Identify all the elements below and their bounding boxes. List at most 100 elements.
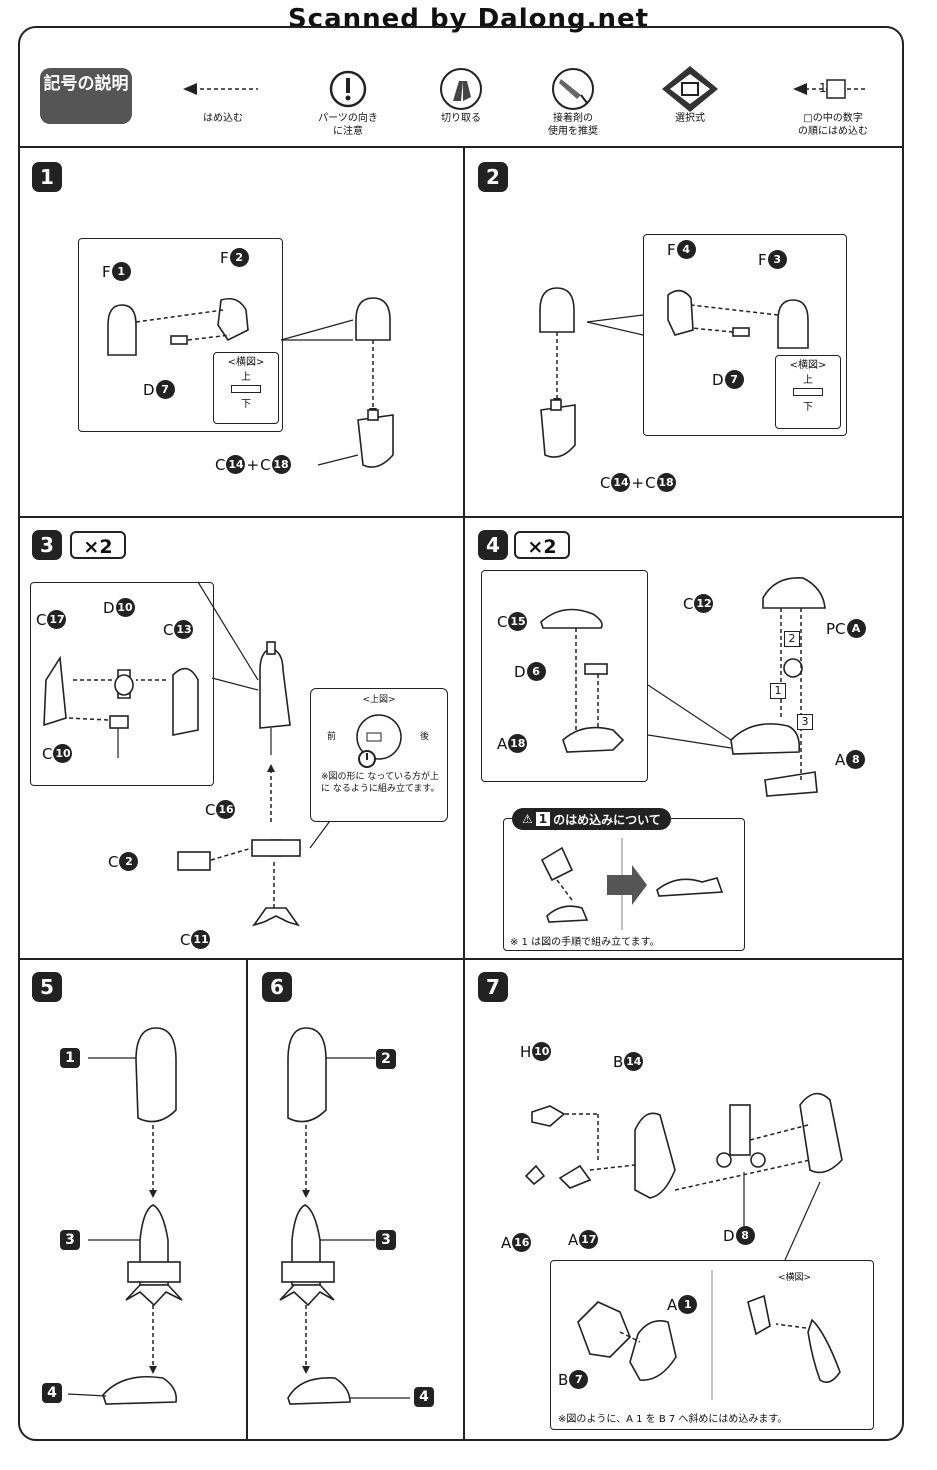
cap-part-icon: [762, 577, 826, 609]
callout-number: 4: [414, 1387, 434, 1407]
head-part-icon: [217, 297, 249, 342]
head-part-icon: [539, 287, 575, 333]
callout-number: 3: [60, 1230, 80, 1250]
step7-detail-diagram: [577, 1270, 841, 1400]
step-number-badge: 1: [32, 162, 62, 192]
side-view-bottom: 下: [241, 399, 251, 410]
step-number-badge: 7: [478, 972, 508, 1002]
legend-label: 切り取る: [441, 113, 481, 124]
step-number-badge: 5: [32, 972, 62, 1002]
shell-part-icon: [172, 667, 199, 736]
back-label: 後: [419, 732, 429, 742]
top-view-note: <上図> 前 後 ※図の形に なっている方が上に なるように組み立てます。: [310, 688, 448, 822]
exclamation-icon: [329, 70, 367, 108]
top-view-title: <上図>: [362, 695, 396, 705]
scan-banner: Scanned by Dalong.net: [287, 4, 650, 34]
divider: [463, 146, 465, 958]
sub-note: ※ 1 は図の手順で組み立てます。: [510, 937, 660, 948]
divider: [463, 958, 465, 1441]
base-part-icon: [730, 723, 801, 755]
side-view-bottom: 下: [803, 402, 813, 413]
cylinder-part-icon: [729, 1104, 751, 1156]
divider: [18, 516, 904, 518]
legend-label: 選択式: [675, 113, 705, 124]
step6-diagram: [279, 1027, 410, 1405]
legend-item-glue: 接着剤の 使用を推奨: [518, 66, 628, 138]
buckle-part-icon: [177, 851, 211, 871]
side-view-top: 上: [241, 372, 251, 383]
legend-label: □の中の数字 の順にはめ込む: [798, 113, 868, 137]
divider: [246, 958, 248, 1441]
cap-part-icon: [540, 846, 574, 882]
legend-item-insert: はめ込む: [168, 66, 278, 125]
leg-part-icon: [357, 414, 394, 468]
callout-number: 1: [60, 1048, 80, 1068]
legend-item-cut: 切り取る: [406, 66, 516, 125]
order-number: 1: [819, 81, 827, 95]
head-part-icon: [777, 299, 809, 349]
numbered-arrow-icon: [793, 79, 868, 99]
step2-diagram: [539, 287, 809, 458]
step7-diagram: [524, 1092, 843, 1261]
base-part-icon: [546, 905, 589, 923]
sub-heading: ⚠ 1 のはめ込みについて: [512, 808, 671, 830]
step-number-badge: 2: [478, 162, 508, 192]
sub-heading-text: のはめ込みについて: [553, 812, 661, 827]
next-arrow-icon: [607, 865, 647, 905]
cutter-icon: [440, 68, 482, 110]
order-step-box: 3: [797, 714, 813, 730]
joint-part-icon: [524, 1164, 546, 1186]
head-part-icon: [667, 289, 694, 336]
divider: [18, 146, 904, 148]
foot-part-icon: [102, 1375, 178, 1405]
joint-part-icon: [531, 1105, 566, 1127]
front-label: 前: [327, 732, 337, 742]
step5-diagram: [67, 1027, 183, 1405]
legend-item-orientation: パーツの向き に注意: [293, 66, 403, 138]
leg-assembly-icon: [135, 1027, 177, 1123]
callout-number: 2: [376, 1049, 396, 1069]
callout-number: 4: [42, 1383, 62, 1403]
foot-part-icon: [287, 1377, 351, 1405]
side-view-title: <横図>: [789, 360, 827, 371]
base-part-icon: [562, 726, 625, 753]
legend-item-choice: 選択式: [635, 66, 745, 125]
shell-part-icon: [43, 655, 67, 727]
foot-cover-icon: [747, 1294, 771, 1336]
joint-part-icon: [558, 1164, 592, 1189]
order-step-box: 2: [784, 631, 800, 647]
instruction-frame: [18, 26, 904, 1441]
callout-number: 3: [376, 1230, 396, 1250]
step-number-badge: 3: [32, 530, 62, 560]
peg-part-icon: [732, 327, 750, 337]
choice-diamond-icon: [662, 66, 718, 112]
step4-sub-diagram: [540, 838, 724, 930]
sub-heading-number: 1: [535, 812, 551, 826]
foot-cover-icon: [634, 1112, 676, 1199]
toe-part-icon: [629, 1320, 677, 1381]
divider: [18, 958, 904, 960]
cap-part-icon: [540, 608, 603, 629]
side-view-box: <横図> 上 下: [775, 355, 841, 429]
leg-assembly-icon: [287, 1027, 327, 1123]
side-view-box: <横図> 上 下: [213, 352, 279, 424]
head-part-icon: [355, 297, 391, 341]
